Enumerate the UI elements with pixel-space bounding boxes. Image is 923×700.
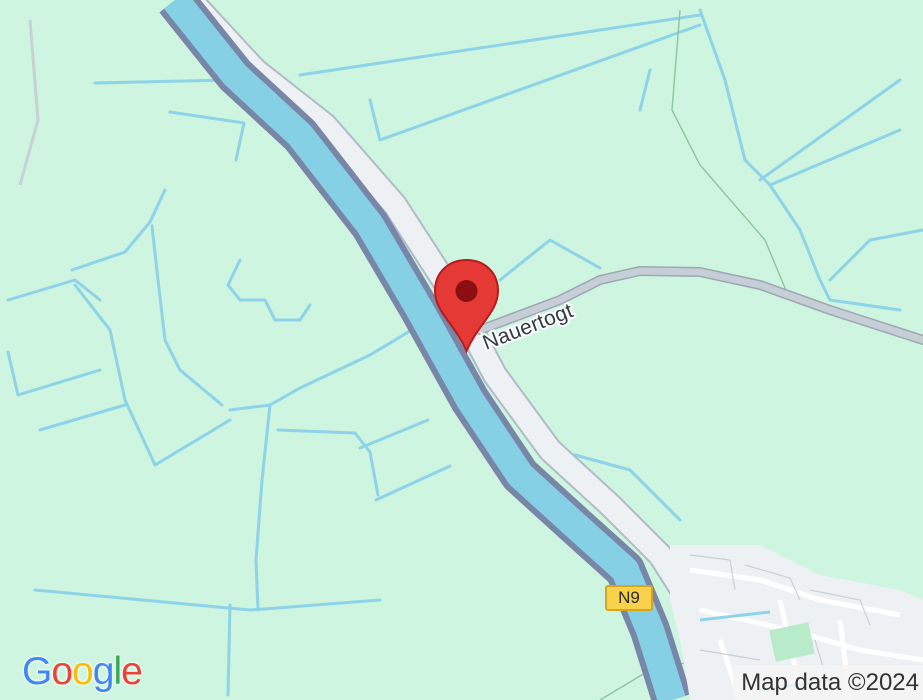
logo-letter: e — [121, 650, 143, 693]
map-pin-icon[interactable] — [431, 257, 502, 354]
logo-letter: o — [51, 650, 73, 693]
urban-area — [670, 545, 923, 700]
map-attribution[interactable]: Map data ©2024 — [733, 665, 923, 700]
road-number-label: N9 — [618, 588, 640, 607]
park-area — [769, 622, 815, 662]
logo-letter: g — [92, 650, 115, 693]
logo-letter: G — [22, 650, 52, 693]
nauertogt-road — [476, 267, 923, 344]
ditch-network — [6, 8, 923, 697]
google-logo[interactable]: Google — [22, 650, 143, 694]
road-number-shield: N9 — [605, 585, 653, 611]
minor-road — [18, 19, 40, 186]
logo-letter: l — [113, 650, 122, 693]
logo-letter: o — [72, 650, 94, 693]
